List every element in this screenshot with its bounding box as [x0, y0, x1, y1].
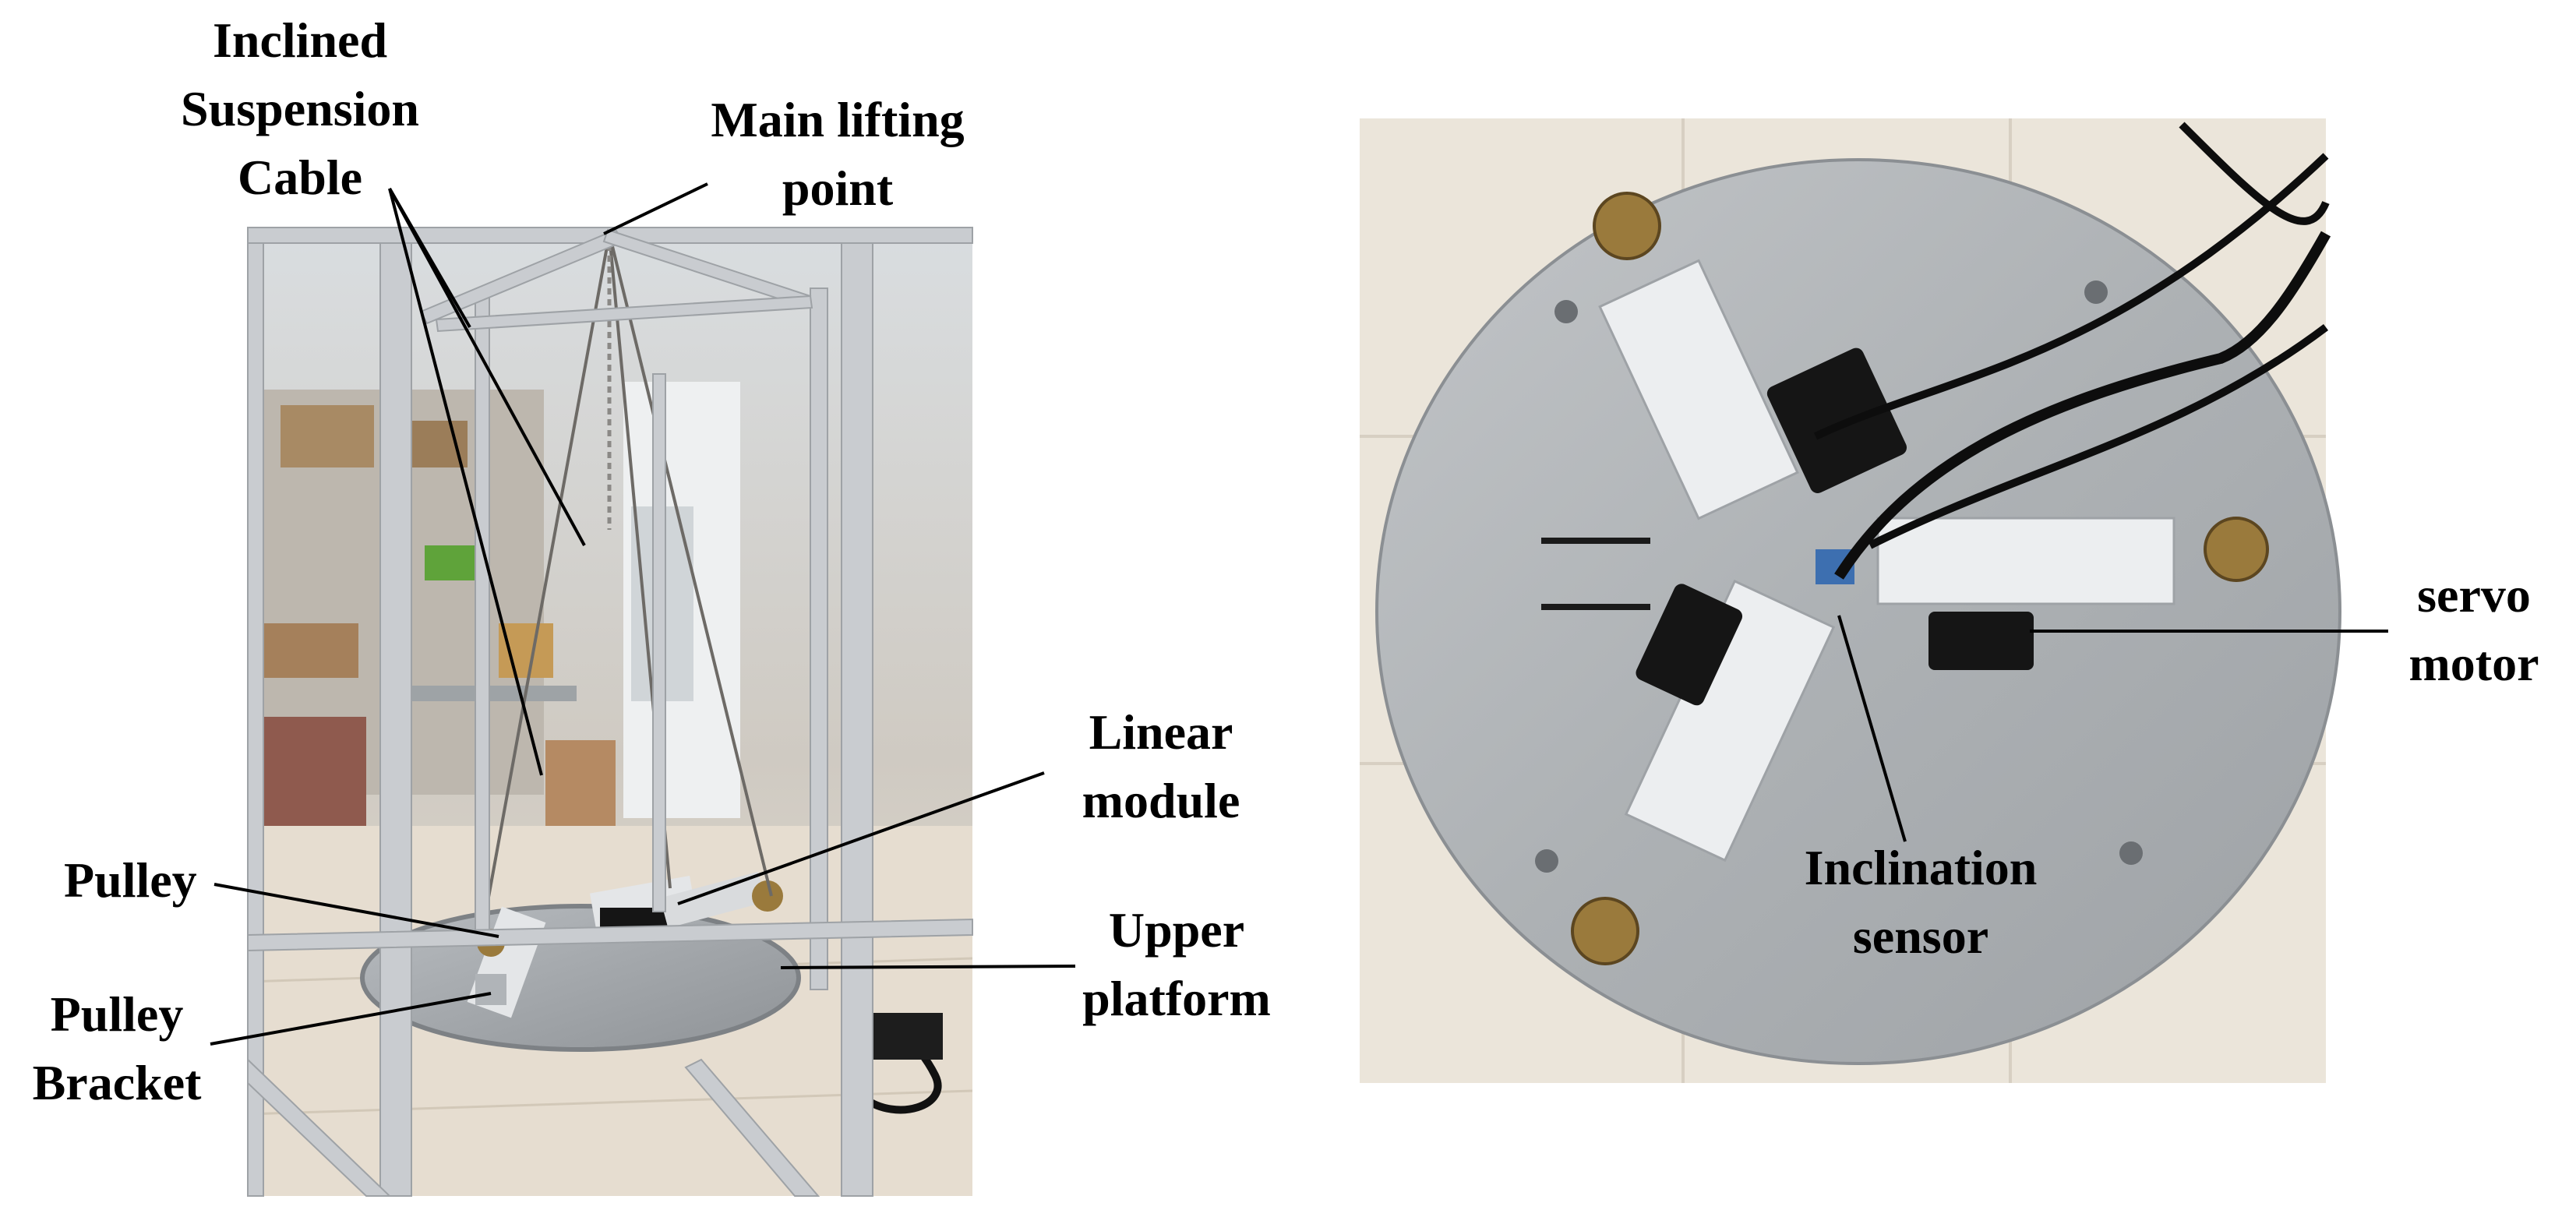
- linear-modules-top: [1598, 259, 2175, 863]
- label-linear-module: Linear module: [1082, 704, 1240, 828]
- chair: [545, 740, 616, 826]
- label-inclined-suspension-cable: Inclined Suspension Cable: [181, 12, 419, 205]
- cable-1: [482, 233, 611, 928]
- green-box: [425, 545, 479, 580]
- label-upper-platform: Upper platform: [1082, 902, 1271, 1026]
- aluminum-frame: [247, 227, 973, 1197]
- slot: [1541, 604, 1650, 610]
- pulleys: [1571, 192, 2269, 965]
- label-servo-motor: servo motor: [2408, 567, 2539, 691]
- platform-top-view: [1375, 158, 2341, 1065]
- cable-bundle: [1834, 231, 2331, 580]
- label-pulley: Pulley: [64, 852, 197, 908]
- label-main-lifting-point: Main lifting point: [711, 92, 965, 216]
- slot: [1541, 538, 1650, 544]
- red-drawers: [257, 717, 366, 826]
- label-inclination-sensor: Inclination sensor: [1804, 840, 2038, 964]
- cable-3: [608, 233, 773, 897]
- label-pulley-bracket: Pulley Bracket: [32, 986, 202, 1110]
- servo-motors: [1636, 347, 2034, 706]
- mounting-lugs: [1535, 280, 2143, 873]
- leader-lines: [210, 182, 2388, 1046]
